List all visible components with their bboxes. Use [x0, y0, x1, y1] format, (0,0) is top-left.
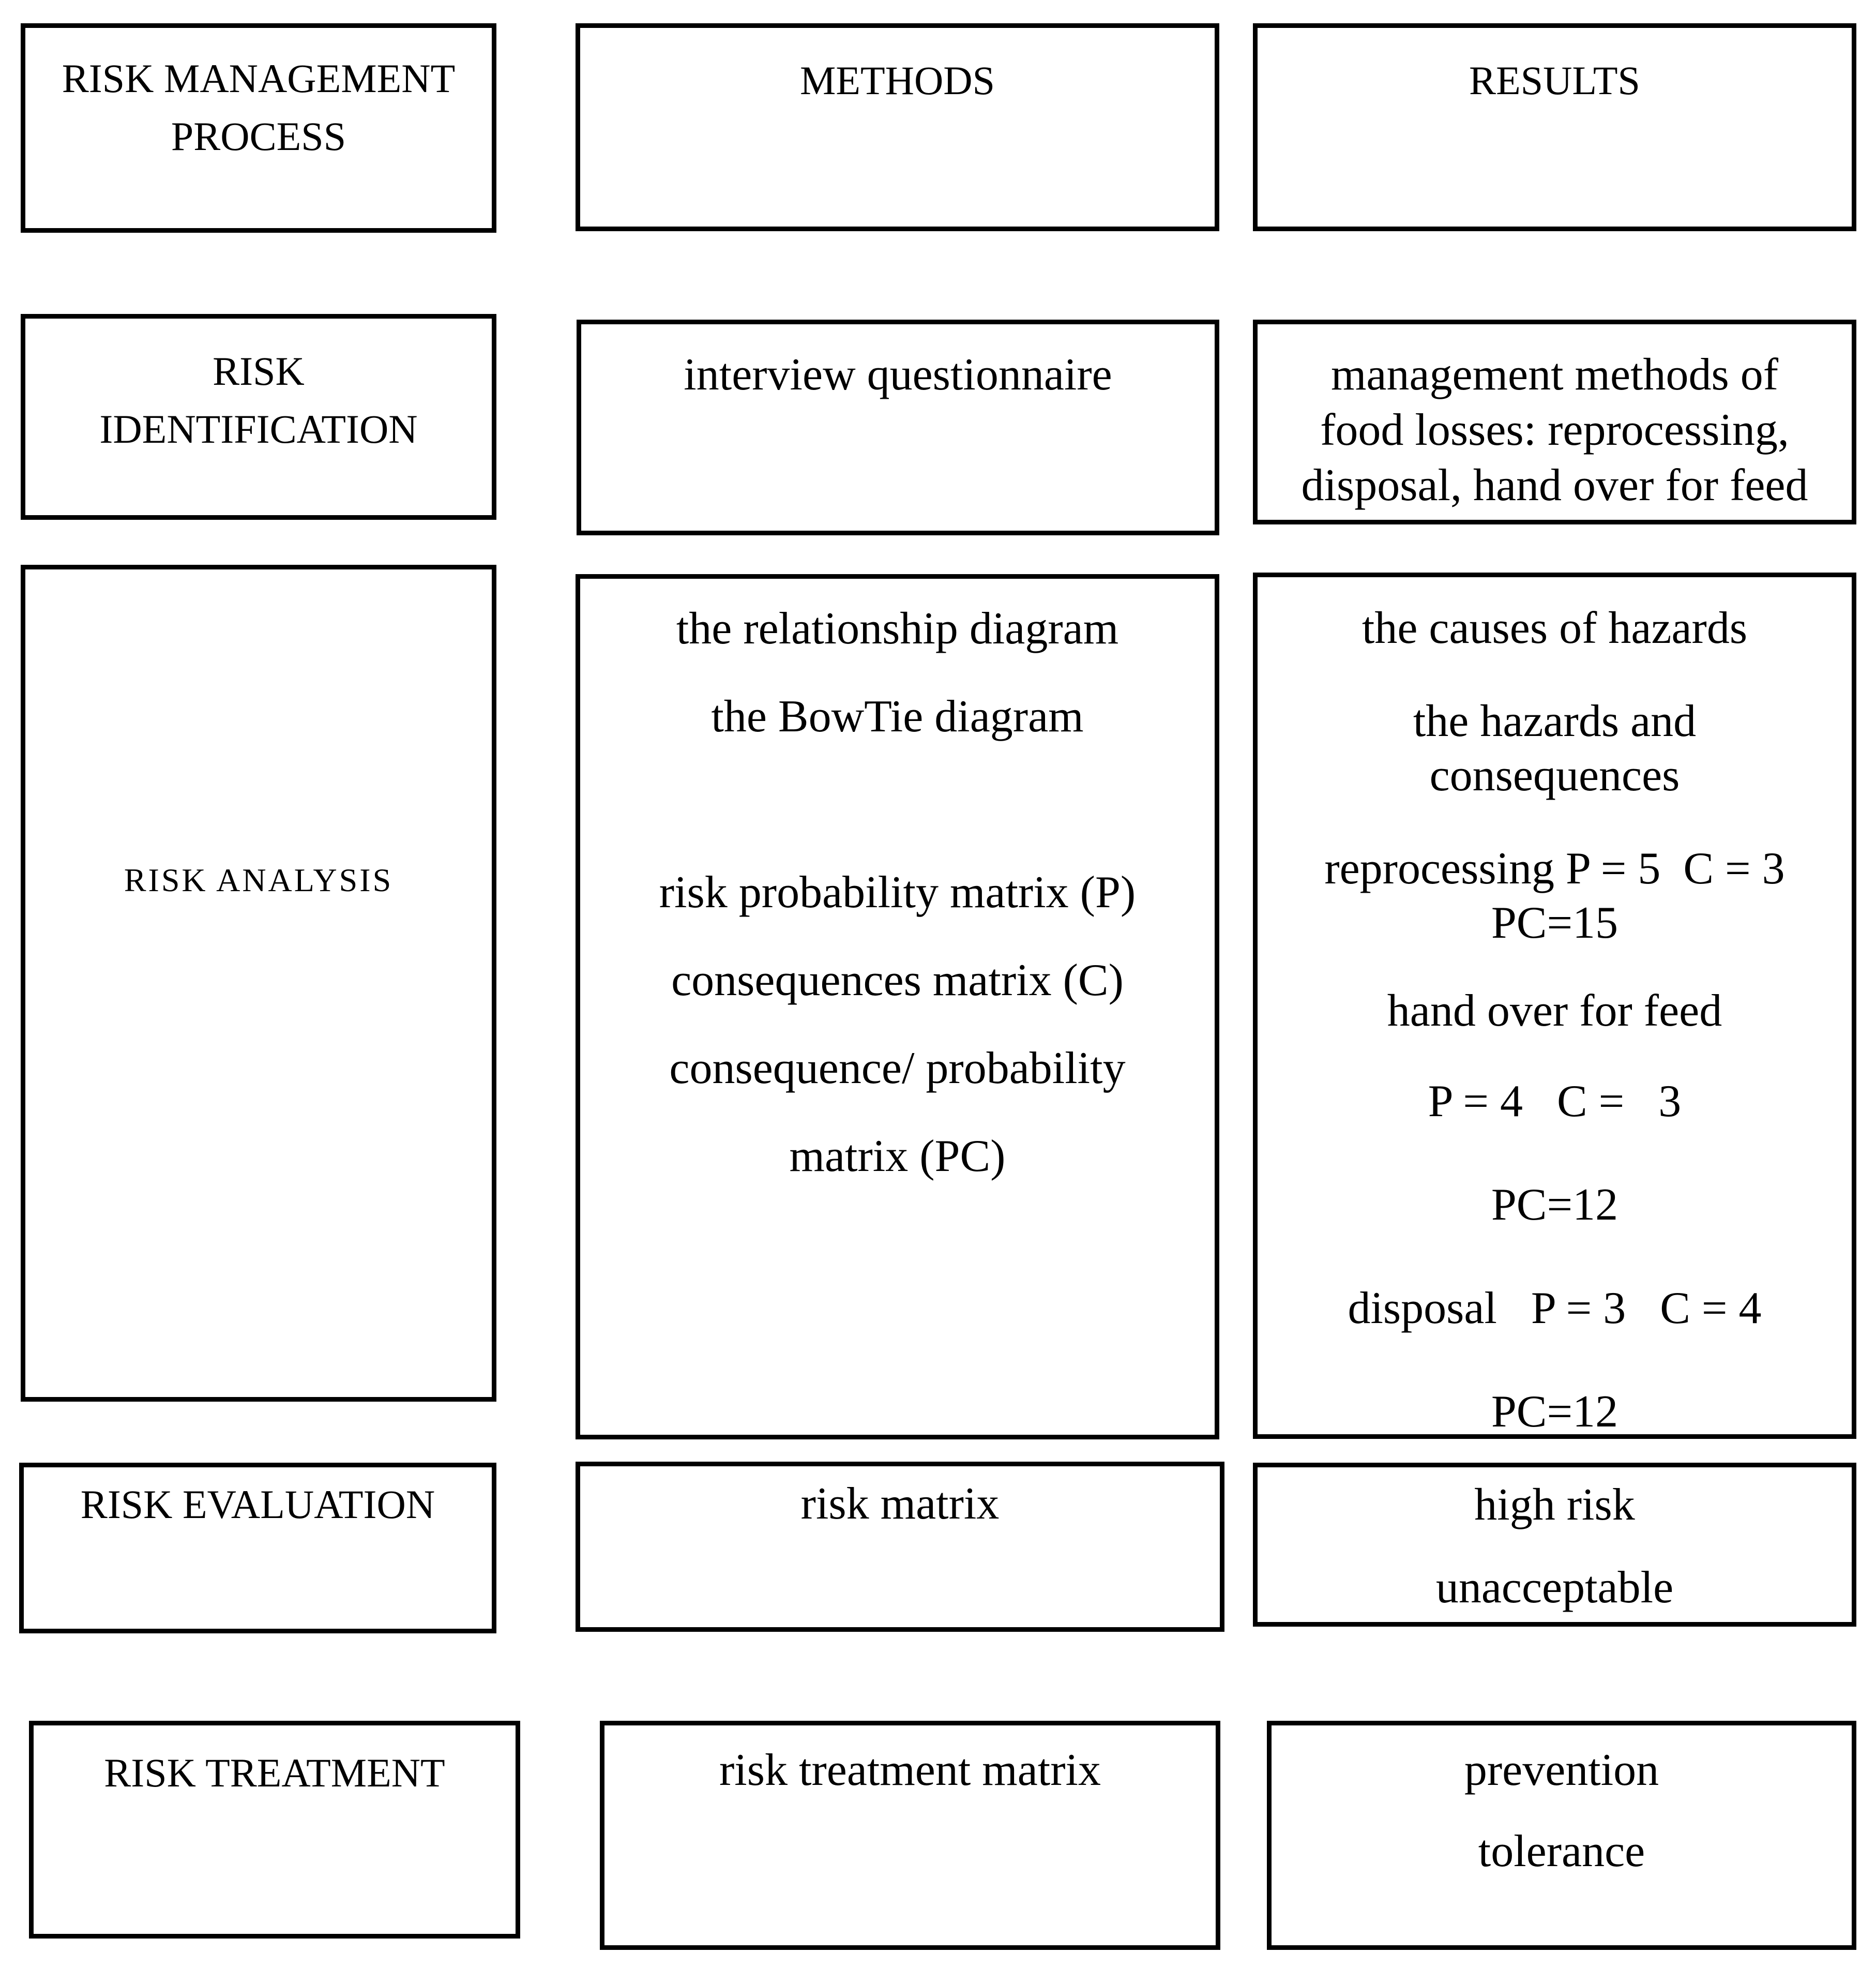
- result-line: disposal P = 3 C = 4: [1348, 1283, 1762, 1333]
- stage-line: RISK ANALYSIS: [124, 862, 394, 898]
- result-line: hand over for feed: [1387, 986, 1722, 1036]
- method-box-analysis-methods: the relationship diagram the BowTie diag…: [576, 574, 1219, 1439]
- result-line: management methods of: [1330, 350, 1779, 400]
- method-line: risk probability matrix (P): [659, 867, 1136, 918]
- stage-line: IDENTIFICATION: [99, 407, 418, 452]
- result-line: food losses: reprocessing,: [1320, 405, 1789, 455]
- method-line: risk matrix: [800, 1479, 1000, 1529]
- stage-box-risk-treatment: RISK TREATMENT: [29, 1721, 520, 1939]
- stage-box-risk-identification: RISK IDENTIFICATION: [21, 314, 496, 520]
- method-box-risk-matrix: risk matrix: [576, 1462, 1224, 1632]
- method-box-interview-questionnaire: interview questionnaire: [577, 320, 1219, 535]
- result-line: tolerance: [1478, 1826, 1645, 1876]
- header-line: RISK MANAGEMENT: [62, 56, 456, 101]
- result-box-management-methods: management methods of food losses: repro…: [1253, 320, 1856, 524]
- result-box-evaluation-results: high risk unacceptable: [1253, 1463, 1856, 1627]
- header-box-methods: METHODS: [576, 23, 1219, 231]
- result-box-treatment-results: prevention tolerance: [1267, 1721, 1856, 1950]
- header-box-results: RESULTS: [1253, 23, 1856, 231]
- stage-line: RISK TREATMENT: [104, 1750, 445, 1795]
- result-line: reprocessing P = 5 C = 3: [1324, 844, 1785, 894]
- result-line: prevention: [1464, 1745, 1659, 1795]
- method-line: matrix (PC): [789, 1131, 1006, 1181]
- header-line: RESULTS: [1469, 58, 1640, 103]
- result-line: P = 4 C = 3: [1428, 1076, 1682, 1126]
- result-line: consequences: [1429, 750, 1680, 801]
- stage-box-risk-evaluation: RISK EVALUATION: [19, 1463, 496, 1633]
- method-line: consequences matrix (C): [671, 955, 1124, 1005]
- header-line: PROCESS: [171, 114, 346, 159]
- result-line: PC=12: [1491, 1180, 1618, 1230]
- result-line: PC=12: [1491, 1387, 1618, 1437]
- method-line: the BowTie diagram: [711, 692, 1084, 742]
- result-line: disposal, hand over for feed: [1301, 460, 1808, 510]
- method-line: consequence/ probability: [669, 1043, 1126, 1093]
- method-line: the relationship diagram: [676, 604, 1119, 654]
- result-line: the causes of hazards: [1361, 603, 1748, 653]
- stage-box-risk-analysis: RISK ANALYSIS: [21, 565, 496, 1402]
- method-line-blank: [580, 761, 1215, 849]
- result-line: high risk: [1474, 1480, 1635, 1530]
- result-line: unacceptable: [1435, 1563, 1674, 1613]
- result-line: PC=15: [1491, 898, 1618, 948]
- method-box-risk-treatment-matrix: risk treatment matrix: [600, 1721, 1220, 1950]
- header-line: METHODS: [799, 58, 995, 103]
- method-line: risk treatment matrix: [719, 1745, 1101, 1795]
- result-box-analysis-results: the causes of hazards the hazards and co…: [1253, 573, 1856, 1439]
- header-box-risk-management-process: RISK MANAGEMENT PROCESS: [21, 23, 496, 233]
- result-line: the hazards and: [1413, 696, 1697, 746]
- stage-line: RISK: [213, 349, 305, 394]
- method-line: interview questionnaire: [684, 350, 1112, 400]
- stage-line: RISK EVALUATION: [80, 1482, 435, 1527]
